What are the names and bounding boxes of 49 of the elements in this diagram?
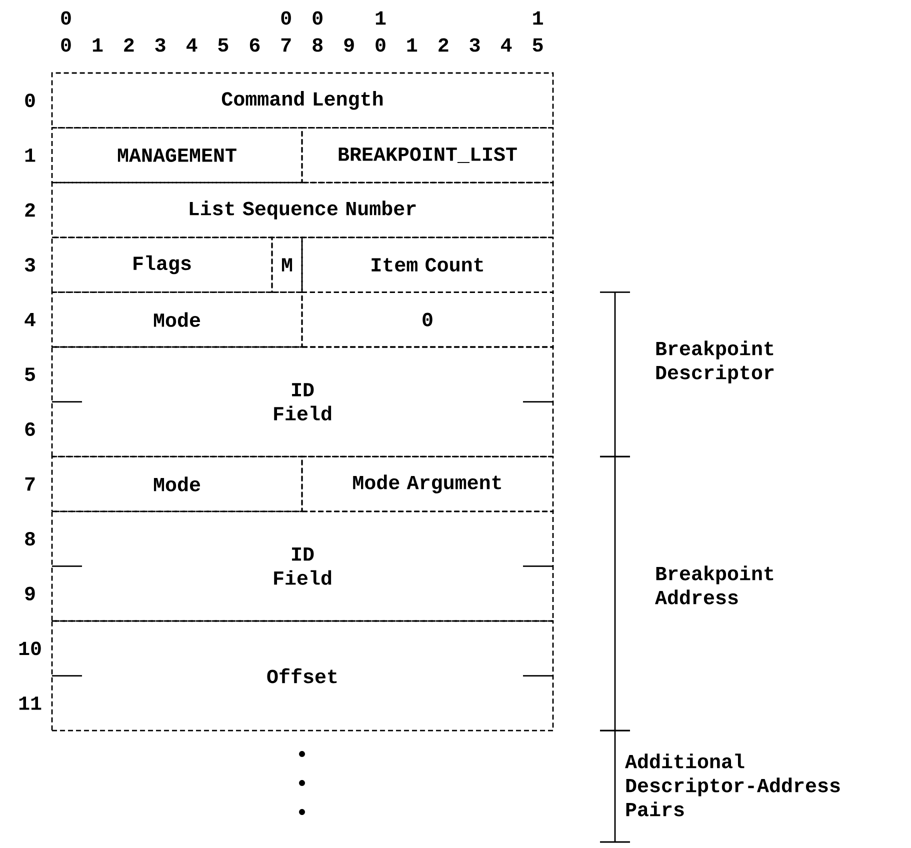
bit-number: 4 [501,38,512,52]
field-box: Mode Argument [301,456,554,512]
field-box: MANAGEMENT [51,127,303,184]
field-box: Flags [51,236,273,293]
bracket-label: Additional Descriptor-Address Pairs [625,754,840,816]
field-box: Mode [51,292,303,348]
row-number: 3 [24,258,35,272]
field-box: ID Field [51,346,554,458]
bit-number: 1 [407,38,418,52]
row-number: 4 [24,313,36,326]
field-box: Mode [51,456,303,512]
bit-number: 1 [533,11,543,25]
row-number: 6 [25,422,35,436]
field-box: 0 [301,292,554,348]
row-number: 1 [25,148,36,162]
bit-number: 6 [250,38,260,52]
bit-number: 2 [124,38,134,52]
bit-number: 0 [376,38,386,52]
field-box: M [271,236,303,293]
bit-number: 0 [61,11,71,25]
field-box: Offset [51,620,554,732]
bit-number: 0 [61,38,71,52]
bit-number: 7 [281,38,291,52]
bit-number: 0 [281,11,291,25]
row-number: 0 [25,94,35,108]
field-box: List Sequence Number [51,182,554,238]
bit-number: 1 [92,38,103,52]
bit-number: 1 [376,11,386,25]
field-box: BREAKPOINT_LIST [301,127,554,184]
field-box: ID Field [51,510,554,622]
bit-number: 2 [438,38,448,52]
field-box: Command Length [51,72,554,128]
field-box: Item Count [301,236,554,293]
bit-number: 4 [186,38,198,52]
bracket-label: Breakpoint Descriptor [656,340,774,384]
row-number: 8 [25,532,35,546]
bracket-label: Breakpoint Address [655,566,774,604]
bit-number: 3 [155,38,166,52]
bit-number: 8 [312,38,323,52]
bit-number: 0 [312,11,322,25]
bit-number: 5 [532,38,543,52]
bit-number: 5 [218,38,228,52]
bit-number: 3 [470,38,480,52]
row-number: 7 [25,477,35,491]
row-number: 9 [25,586,35,600]
bit-number: 9 [344,38,354,52]
row-number: 10 [19,642,41,656]
row-number: 2 [25,203,35,217]
row-number: 5 [25,368,35,382]
